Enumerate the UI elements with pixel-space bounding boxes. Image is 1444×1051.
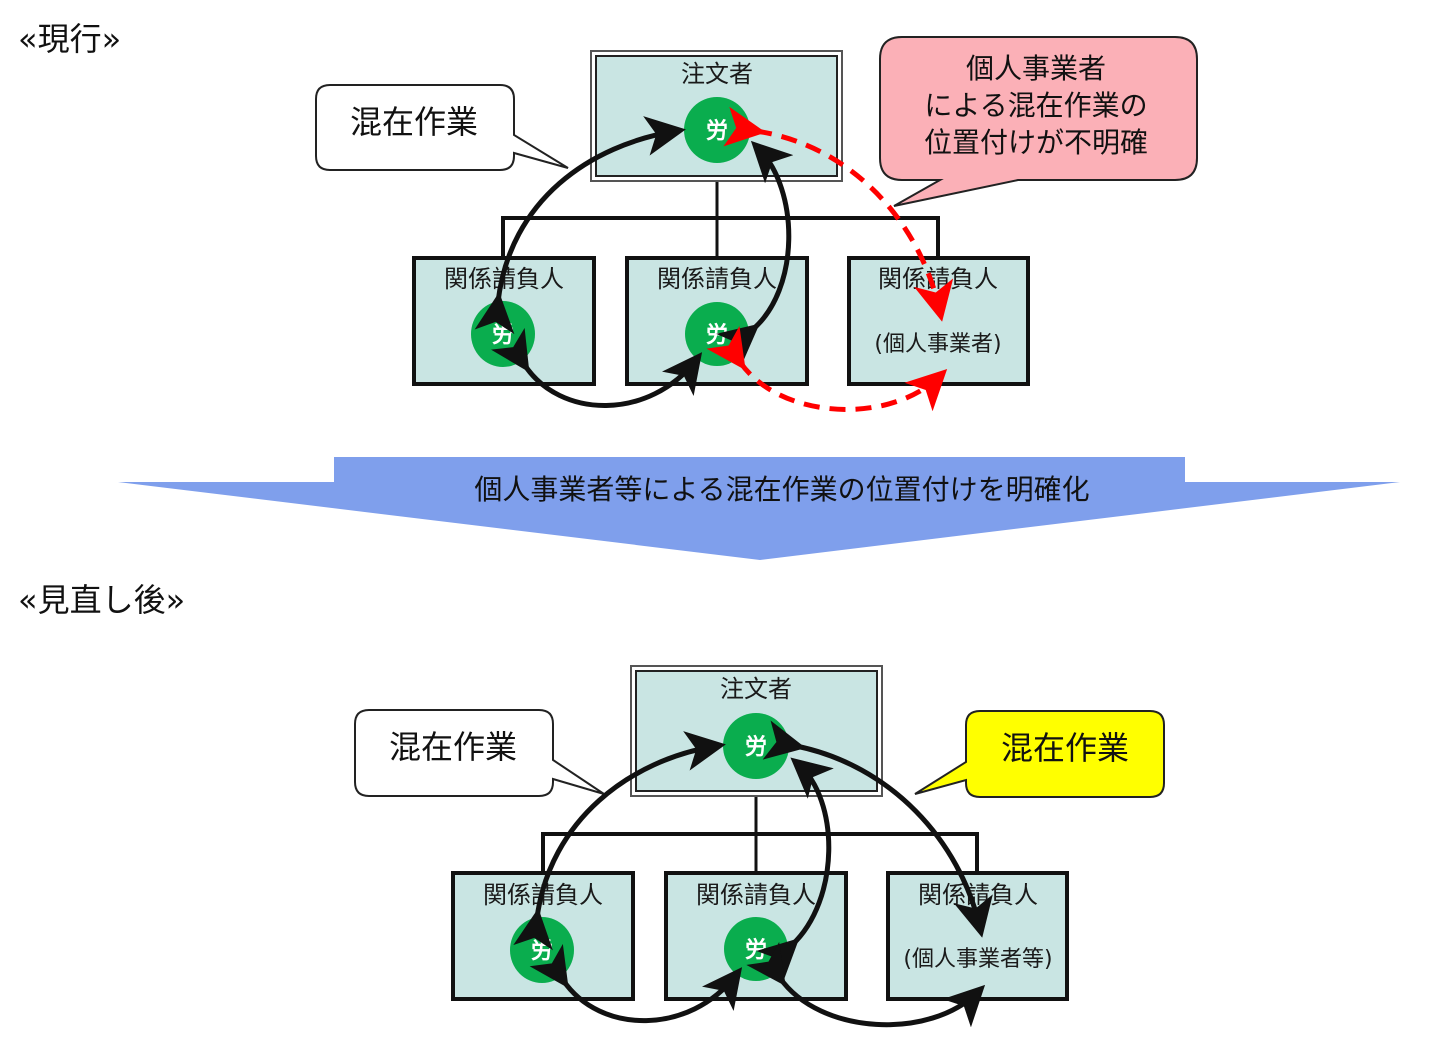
revised-contractor-2: 関係請負人 労 bbox=[664, 871, 848, 1001]
worker-label: 労 bbox=[706, 322, 728, 348]
revised-contractor-3: 関係請負人 (個人事業者等) bbox=[886, 871, 1069, 1001]
bubble-text: 混在作業 bbox=[350, 103, 478, 141]
revised-bubble-mixed-right: 混在作業 bbox=[914, 710, 1165, 798]
contractor-sub-label: (個人事業者) bbox=[874, 332, 1001, 357]
contractor-label: 関係請負人 bbox=[657, 265, 777, 293]
worker-label: 労 bbox=[531, 938, 553, 964]
revised-mixed-work-arrows bbox=[513, 720, 993, 1028]
bubble-text: 混在作業 bbox=[1001, 729, 1129, 767]
contractor-label: 関係請負人 bbox=[918, 881, 1038, 909]
orderer-label: 注文者 bbox=[681, 60, 753, 88]
current-bubble-unclear: 個人事業者 による混在作業の 位置付けが不明確 bbox=[879, 36, 1198, 207]
bubble-line-2: による混在作業の bbox=[924, 89, 1147, 122]
arrow-orderer-selfemployed bbox=[762, 720, 993, 938]
section-title-current: «現行» bbox=[18, 20, 121, 58]
current-contractor-2: 関係請負人 労 bbox=[625, 256, 809, 386]
arrow-contractor1-contractor2 bbox=[529, 943, 743, 1024]
bubble-text: 混在作業 bbox=[389, 728, 517, 766]
worker-label: 労 bbox=[745, 937, 767, 963]
revised-bubble-mixed-left: 混在作業 bbox=[354, 709, 605, 797]
current-orderer-box: 注文者 労 bbox=[590, 50, 843, 182]
contractor-label: 関係請負人 bbox=[878, 265, 998, 293]
section-title-revised: «見直し後» bbox=[18, 581, 185, 619]
current-contractor-3: 関係請負人 (個人事業者) bbox=[847, 256, 1030, 386]
current-bubble-mixed: 混在作業 bbox=[315, 84, 569, 171]
worker-label: 労 bbox=[706, 118, 728, 144]
dashed-arrow-contractor2-selfemployed bbox=[706, 325, 948, 412]
arrow-contractor1-contractor2 bbox=[490, 327, 703, 408]
worker-label: 労 bbox=[745, 734, 767, 760]
worker-label: 労 bbox=[492, 322, 514, 348]
contractor-sub-label: (個人事業者等) bbox=[903, 947, 1052, 972]
arrow-orderer-contractor1 bbox=[513, 731, 726, 951]
transition-arrow-label: 個人事業者等による混在作業の位置付けを明確化 bbox=[474, 473, 1089, 506]
transition-arrow: 個人事業者等による混在作業の位置付けを明確化 bbox=[118, 457, 1400, 560]
contractor-label: 関係請負人 bbox=[696, 881, 816, 909]
arrow-orderer-contractor1 bbox=[474, 116, 686, 335]
bubble-line-3: 位置付けが不明確 bbox=[924, 126, 1148, 159]
orderer-label: 注文者 bbox=[720, 675, 792, 703]
bubble-line-1: 個人事業者 bbox=[966, 52, 1106, 85]
revised-orderer-box: 注文者 労 bbox=[630, 665, 883, 797]
dashed-arrow-orderer-selfemployed bbox=[723, 106, 954, 322]
arrow-contractor2-selfemployed bbox=[746, 941, 986, 1028]
current-unclear-arrows bbox=[706, 106, 954, 412]
